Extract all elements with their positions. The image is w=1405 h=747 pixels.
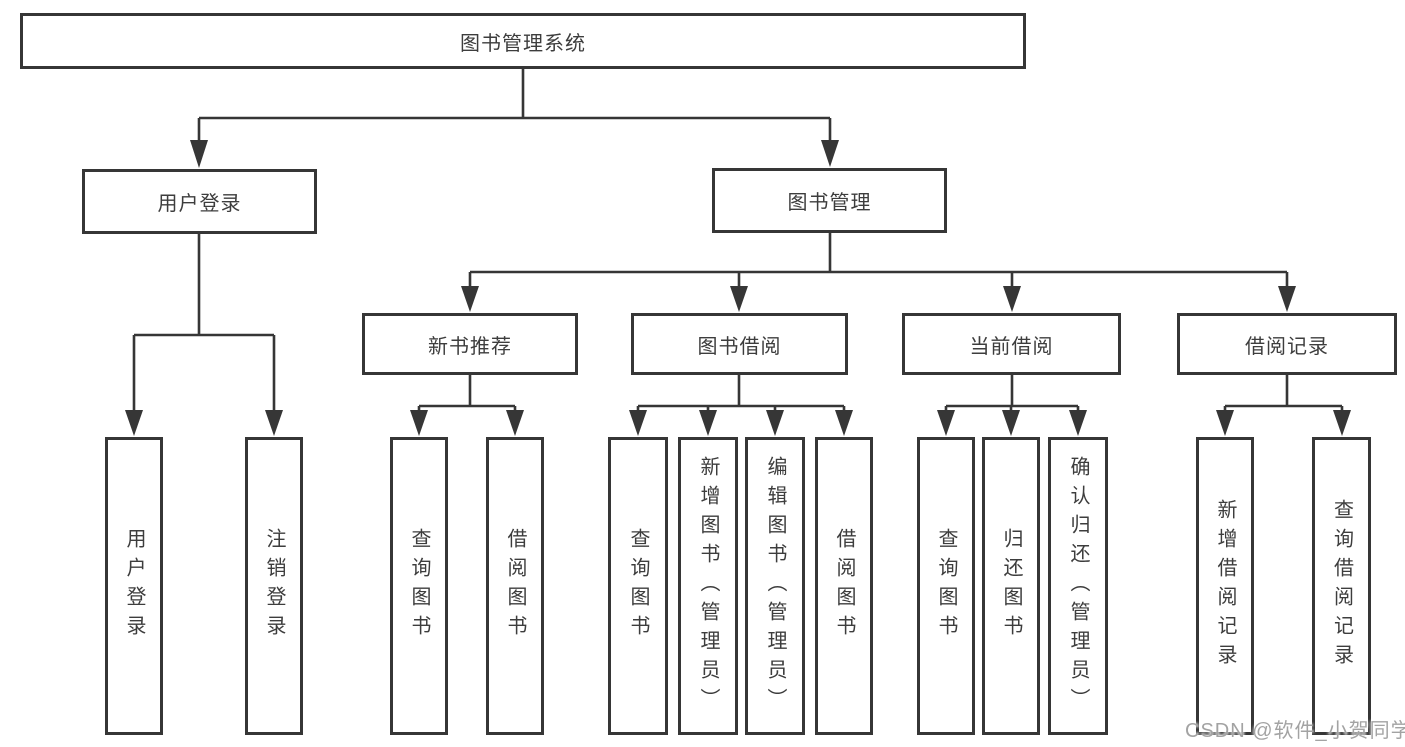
leaf-add-books-admin-label: 新增图书（管理员） bbox=[697, 455, 719, 717]
node-borrow-records: 借阅记录 bbox=[1177, 313, 1397, 375]
node-user-login: 用户登录 bbox=[82, 169, 317, 234]
leaf-logout-label: 注销登录 bbox=[263, 528, 285, 644]
csdn-watermark: CSDN @软件_小贺同学 bbox=[1185, 720, 1405, 742]
edge-current-to-children bbox=[944, 375, 1080, 412]
leaf-add-borrow-record-label: 新增借阅记录 bbox=[1214, 499, 1236, 673]
leaf-current-query-books-label: 查询图书 bbox=[935, 528, 957, 644]
new-book-recommend-label: 新书推荐 bbox=[428, 335, 512, 358]
leaf-borrow-query-books: 查询图书 bbox=[608, 437, 668, 735]
arrowheads bbox=[125, 140, 1351, 436]
edge-borrow-to-children bbox=[636, 375, 846, 412]
leaf-edit-books-admin: 编辑图书（管理员） bbox=[745, 437, 805, 735]
leaf-confirm-return-admin: 确认归还（管理员） bbox=[1048, 437, 1108, 735]
leaf-borrow-books-label: 借阅图书 bbox=[833, 528, 855, 644]
node-new-book-recommend: 新书推荐 bbox=[362, 313, 578, 375]
node-current-borrow: 当前借阅 bbox=[902, 313, 1121, 375]
root-label: 图书管理系统 bbox=[460, 32, 586, 55]
edge-mgmt-to-level3 bbox=[468, 233, 1289, 288]
leaf-borrow-books: 借阅图书 bbox=[815, 437, 873, 735]
leaf-recommend-query-books: 查询图书 bbox=[390, 437, 448, 735]
leaf-borrow-query-books-label: 查询图书 bbox=[627, 528, 649, 644]
leaf-confirm-return-admin-label: 确认归还（管理员） bbox=[1067, 455, 1089, 717]
book-management-label: 图书管理 bbox=[787, 192, 872, 214]
current-borrow-label: 当前借阅 bbox=[969, 335, 1054, 358]
node-book-management: 图书管理 bbox=[712, 168, 947, 233]
edge-root-to-level2 bbox=[197, 69, 832, 142]
node-root-library-system: 图书管理系统 bbox=[20, 13, 1026, 69]
book-borrow-label: 图书借阅 bbox=[697, 335, 782, 358]
user-login-label: 用户登录 bbox=[157, 193, 242, 215]
leaf-user-login-label: 用户登录 bbox=[123, 528, 145, 644]
leaf-edit-books-admin-label: 编辑图书（管理员） bbox=[764, 455, 786, 717]
node-book-borrow: 图书借阅 bbox=[631, 313, 848, 375]
leaf-return-books-label: 归还图书 bbox=[1000, 528, 1022, 644]
borrow-records-label: 借阅记录 bbox=[1245, 335, 1329, 358]
leaf-recommend-query-books-label: 查询图书 bbox=[408, 528, 430, 644]
leaf-add-borrow-record: 新增借阅记录 bbox=[1196, 437, 1254, 735]
leaf-current-query-books: 查询图书 bbox=[917, 437, 975, 735]
leaf-add-books-admin: 新增图书（管理员） bbox=[678, 437, 738, 735]
leaf-user-login: 用户登录 bbox=[105, 437, 163, 735]
edge-login-to-children bbox=[132, 234, 276, 412]
leaf-query-borrow-record: 查询借阅记录 bbox=[1312, 437, 1371, 735]
leaf-recommend-borrow-books-label: 借阅图书 bbox=[504, 528, 526, 644]
leaf-logout: 注销登录 bbox=[245, 437, 303, 735]
leaf-recommend-borrow-books: 借阅图书 bbox=[486, 437, 544, 735]
leaf-return-books: 归还图书 bbox=[982, 437, 1040, 735]
edge-recommend-to-children bbox=[417, 375, 517, 412]
leaf-query-borrow-record-label: 查询借阅记录 bbox=[1330, 499, 1353, 673]
edge-records-to-children bbox=[1223, 375, 1344, 412]
